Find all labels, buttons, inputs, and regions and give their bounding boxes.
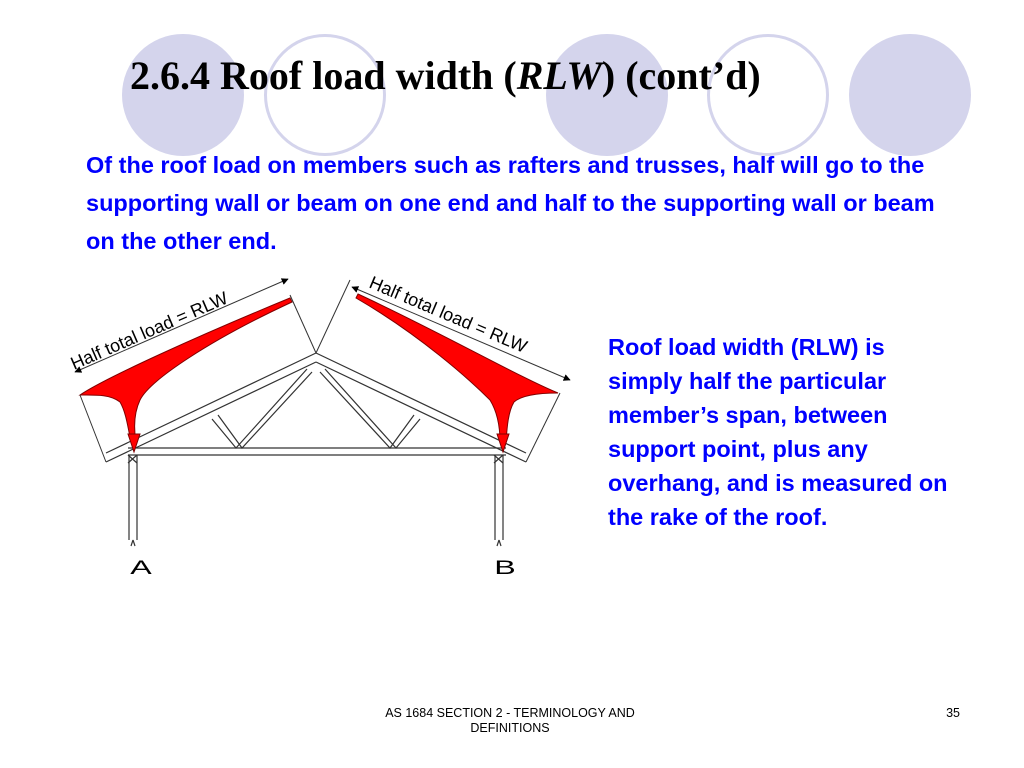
decor-circle-2 [264,34,386,156]
top-chord-right [315,352,527,463]
title-abbreviation: RLW [516,53,602,98]
support-a-label: A [130,556,152,578]
web-members [211,368,421,449]
left-dimension-arrow [74,278,289,373]
right-dimension-arrow [351,286,571,381]
truss [105,352,527,547]
dimension-lines [74,278,571,463]
title-suffix: ) (cont’d) [601,53,761,98]
support-bracket-a [127,454,138,464]
support-bracket-b [493,454,504,464]
support-post-b [494,455,504,547]
decor-circle-5 [849,34,971,156]
slide-title: 2.6.4 Roof load width (RLW) (cont’d) [130,52,761,100]
intro-paragraph: Of the roof load on members such as raft… [86,152,935,254]
page-number: 35 [946,706,960,720]
decor-circle-4 [707,34,829,156]
decor-circle-1 [122,34,244,156]
bottom-chord [128,447,506,456]
rlw-definition-text: Roof load width (RLW) is simply half the… [608,334,948,530]
slide-footer: AS 1684 SECTION 2 - TERMINOLOGY AND DEFI… [385,706,635,735]
support-b-label: B [494,556,515,578]
decor-circle-3 [546,34,668,156]
title-prefix: 2.6.4 Roof load width ( [130,53,517,98]
support-post-a [128,455,138,547]
